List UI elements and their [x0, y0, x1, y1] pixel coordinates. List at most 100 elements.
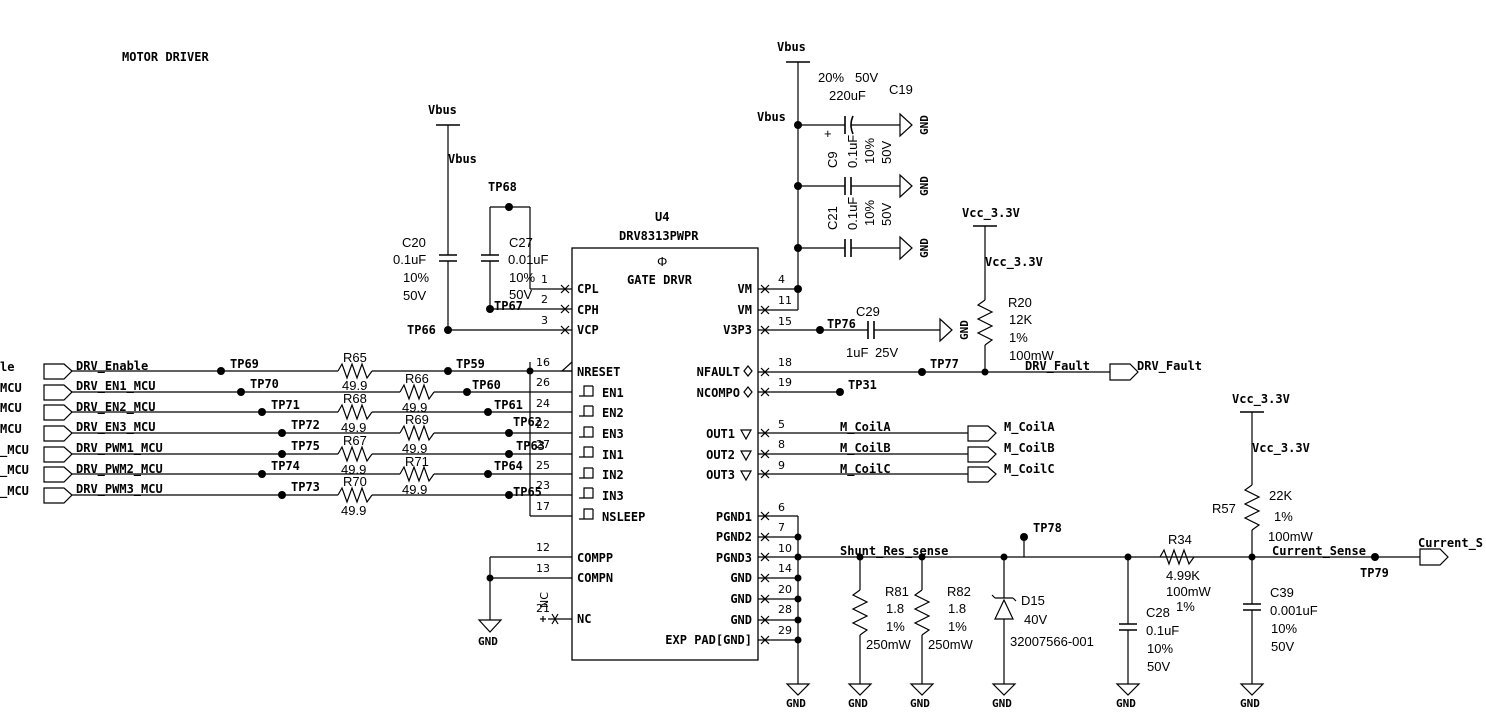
pin-name-pgnd2: PGND2 [716, 530, 752, 544]
c21-volt: 50V [879, 203, 894, 226]
port-label: MCU [0, 422, 22, 436]
port-coil-b: M_CoilB [1004, 441, 1055, 456]
tp-label: TP63 [516, 439, 545, 453]
net-coil-b: M_CoilB [840, 441, 891, 456]
pin-name-v3p3: V3P3 [723, 323, 752, 337]
pin-name-pgnd1: PGND1 [716, 510, 752, 524]
pin-number: 18 [778, 356, 792, 369]
pin-name-out2: OUT2 [706, 448, 735, 462]
tp-label: TP60 [472, 378, 501, 392]
r20-tol: 1% [1009, 330, 1028, 345]
tp-label: TP61 [494, 398, 523, 412]
pin-number: 5 [778, 418, 785, 431]
net-drv-pwm2: DRV_PWM2_MCU [76, 462, 163, 477]
pin-number: 29 [778, 624, 792, 637]
port-label: _MCU [0, 443, 29, 458]
net-coil-c: M_CoilC [840, 462, 891, 477]
vcc-rail-label-2: Vcc_3.3V [1252, 441, 1310, 456]
fault-pullup: Vcc_3.3V Vcc_3.3V R20 12K 1% 100mW TP77 … [918, 206, 1202, 381]
r34-pwr: 100mW [1166, 584, 1212, 599]
res-ref: R65 [343, 350, 367, 365]
d15-ref: D15 [1021, 593, 1045, 608]
pin-name-cpl: CPL [577, 282, 599, 296]
res-ref: R71 [405, 454, 429, 469]
c9-tol: 10% [862, 138, 877, 164]
c9-val: 0.1uF [845, 135, 860, 168]
gnd-label: GND [918, 238, 931, 258]
gnd-label: GND [786, 697, 806, 710]
r81-ref: R81 [885, 584, 909, 599]
res-val: 49.9 [341, 462, 366, 477]
r34-val: 4.99K [1166, 568, 1200, 583]
tp78-label: TP78 [1033, 521, 1062, 535]
vcc-rail-label: Vcc_3.3V [1232, 392, 1290, 407]
c27-val: 0.01uF [508, 252, 549, 267]
r57-tol: 1% [1274, 509, 1293, 524]
port-coil-a: M_CoilA [1004, 420, 1055, 435]
tp76-label: TP76 [827, 317, 856, 331]
c28-val: 0.1uF [1146, 623, 1179, 638]
tp-label: TP62 [513, 415, 542, 429]
c20-ref: C20 [402, 235, 426, 250]
v3p3-cap: TP76 GND C29 1uF 25V [816, 304, 971, 360]
pin-number: 19 [778, 376, 792, 389]
pin-number: 20 [778, 583, 792, 596]
c29-volt: 25V [875, 345, 898, 360]
pin-number: 3 [541, 314, 548, 327]
net-drv-en3: DRV_EN3_MCU [76, 420, 155, 435]
pin-name-pgnd3: PGND3 [716, 551, 752, 565]
tp-label: TP64 [494, 459, 523, 473]
ic-symbol: Φ [657, 254, 667, 269]
pin-name-out3: OUT3 [706, 468, 735, 482]
pin-number: 28 [778, 603, 792, 616]
c21-ref: C21 [825, 206, 840, 230]
net-drv-en1: DRV_EN1_MCU [76, 379, 155, 394]
pin-name-nfault: NFAULT [697, 365, 740, 379]
net-coil-a: M_CoilA [840, 420, 891, 435]
tp-label: TP70 [250, 377, 279, 391]
pin-name-vm2: VM [738, 303, 752, 317]
pin-number: 9 [778, 459, 785, 472]
res-val: 49.9 [342, 378, 367, 393]
c39-ref: C39 [1270, 585, 1294, 600]
res-ref: R69 [405, 412, 429, 427]
port-label: MCU [0, 401, 22, 415]
no-connect-marks-right [760, 284, 770, 645]
c28-volt: 50V [1147, 659, 1170, 674]
input-rows: le DRV_Enable TP69 TP59 R65 49.9 MCU DRV… [0, 350, 572, 518]
d15-part: 32007566-001 [1010, 634, 1094, 649]
res-val: 49.9 [341, 420, 366, 435]
vbus-label-2: Vbus [448, 152, 477, 166]
pin-name-en3: EN3 [602, 427, 624, 441]
res-ref: R66 [405, 371, 429, 386]
sheet-title: MOTOR DRIVER [122, 50, 209, 64]
c20-tol: 10% [403, 270, 429, 285]
pin-name-gnd20: GND [730, 592, 752, 606]
gnd-label: GND [848, 697, 868, 710]
tp-label: TP59 [456, 357, 485, 371]
c28-tol: 10% [1147, 641, 1173, 656]
tp-label: TP65 [513, 485, 542, 499]
tp-label: TP75 [291, 439, 320, 453]
r82-pwr: 250mW [928, 637, 974, 652]
gnd-label: GND [992, 697, 1012, 710]
c20-volt: 50V [403, 288, 426, 303]
pin-number: 26 [536, 376, 550, 389]
pin-number: 22 [536, 418, 550, 431]
c19-volt: 50V [855, 70, 878, 85]
ic-ref: U4 [655, 210, 669, 224]
res-val: 49.9 [402, 400, 427, 415]
net-shunt-res-sense: Shunt_Res_sense [840, 544, 948, 559]
tp-label: TP72 [291, 418, 320, 432]
gnd-label: GND [918, 176, 931, 196]
d15-val: 40V [1024, 612, 1047, 627]
r20-pwr: 100mW [1009, 348, 1055, 363]
c20-val: 0.1uF [393, 252, 426, 267]
pin-name-exp-pad: EXP PAD[GND] [665, 633, 752, 647]
port-label: _MCU [0, 484, 29, 499]
coil-outputs: M_CoilA M_CoilA M_CoilB M_CoilB M_CoilC … [758, 420, 1055, 483]
r20-ref: R20 [1008, 295, 1032, 310]
c27-ref: C27 [509, 235, 533, 250]
r82-tol: 1% [948, 619, 967, 634]
